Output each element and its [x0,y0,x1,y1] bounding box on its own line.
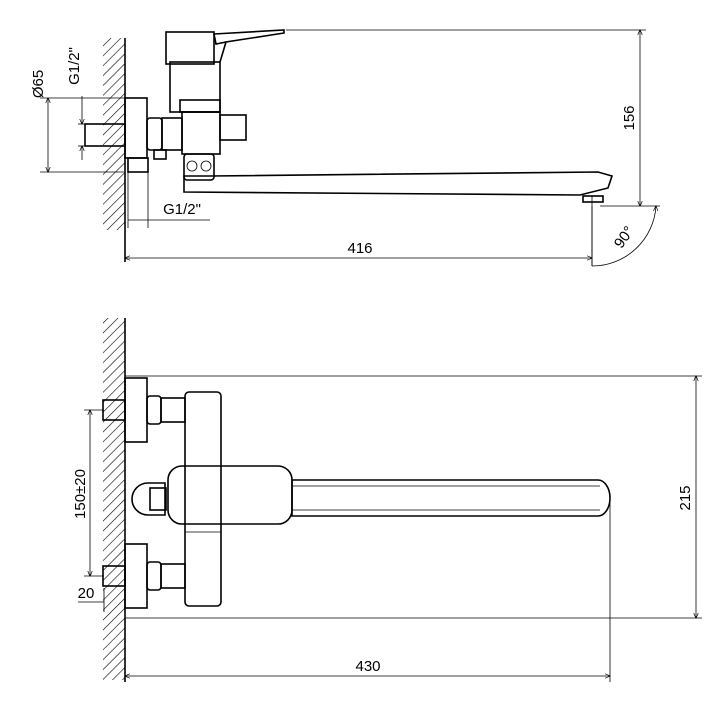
dim-thread-bottom-label: G1/2" [163,201,201,218]
dim-offset-label: 20 [78,585,95,602]
dim-height-top-label: 215 [677,485,694,510]
dim-lines-side [40,30,660,267]
wall-top [103,318,126,682]
wall-side [103,38,126,262]
dim-length-side-label: 416 [347,240,372,257]
lever-handle-top [167,465,293,525]
dim-thread-top-label: G1/2" [66,47,83,85]
top-view: 150±20 20 215 430 [72,318,702,682]
dim-height-side-label: 156 [621,105,638,130]
dim-diameter-label: Ø65 [30,70,47,98]
dim-length-top-label: 430 [355,658,380,675]
dim-center-distance-label: 150±20 [72,469,89,519]
spout-top [291,479,611,517]
spout-side [183,171,614,203]
mixer-body-side [161,29,285,181]
mixer-body-top [184,391,222,607]
side-view: Ø65 G1/2" G1/2" 156 416 90° [30,29,660,267]
dim-angle-label: 90° [611,223,638,251]
cartridge-knob-top [131,482,167,516]
dim-lines-top [78,376,702,682]
